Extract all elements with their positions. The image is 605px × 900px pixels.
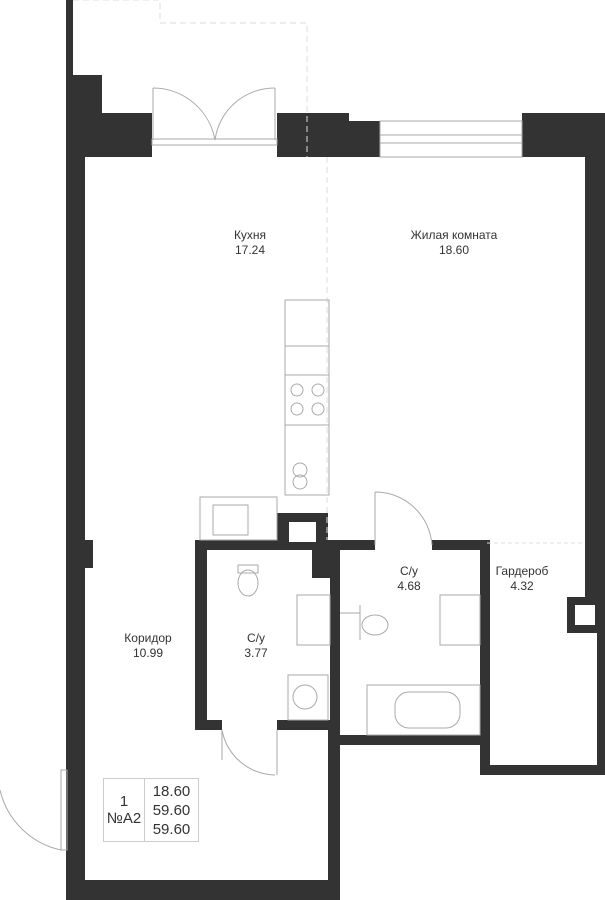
room-bathroom-1: С/у 3.77: [244, 631, 267, 661]
fixtures: [0, 0, 585, 851]
room-area: 10.99: [132, 646, 164, 660]
room-living: Жилая комната 18.60: [411, 228, 498, 258]
room-kitchen: Кухня 17.24: [234, 228, 266, 258]
room-name: Коридор: [124, 631, 172, 645]
room-area: 18.60: [438, 243, 470, 257]
room-wardrobe: Гардероб 4.32: [496, 564, 549, 594]
room-corridor: Коридор 10.99: [124, 631, 171, 661]
floor-number: 1: [119, 793, 129, 810]
apartment-number: №A2: [106, 810, 142, 827]
room-name: С/у: [246, 631, 265, 645]
room-name: Кухня: [233, 228, 267, 242]
room-area: 17.24: [234, 243, 266, 257]
total-area: 59.60: [152, 801, 191, 819]
room-name: Гардероб: [495, 564, 549, 578]
room-area: 4.68: [397, 579, 421, 593]
room-name: Жилая комната: [410, 228, 498, 242]
room-name: С/у: [399, 564, 418, 578]
room-area: 3.77: [244, 646, 268, 660]
area-with-balcony: 59.60: [152, 820, 191, 838]
living-area: 18.60: [152, 782, 191, 800]
room-area: 4.32: [510, 579, 534, 593]
room-bathroom-2: С/у 4.68: [397, 564, 420, 594]
walls: [66, 0, 605, 900]
apartment-info-box: 1 №A2 18.60 59.60 59.60: [103, 778, 199, 842]
